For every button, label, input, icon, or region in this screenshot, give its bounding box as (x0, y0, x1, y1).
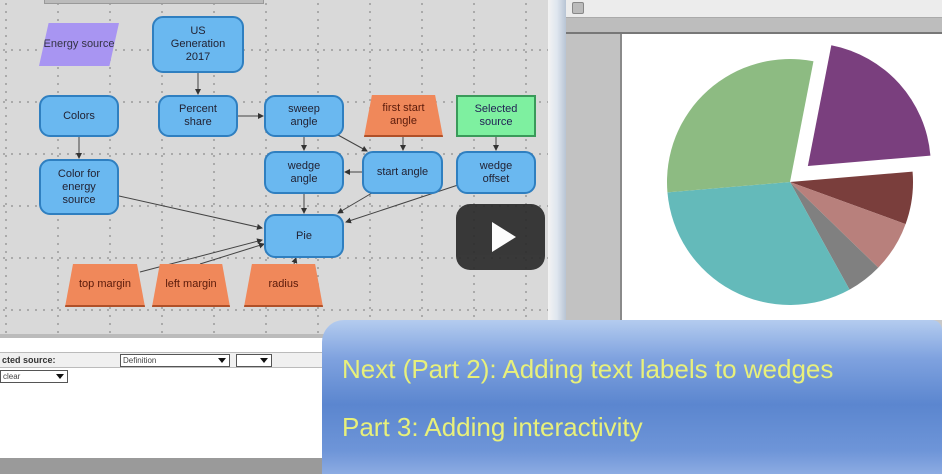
node-label: radius (268, 278, 299, 290)
caption-banner: Next (Part 2): Adding text labels to wed… (322, 320, 942, 474)
node-left-margin[interactable]: left margin (152, 264, 230, 307)
clear-select-value: clear (3, 372, 21, 381)
node-label: Selected source (474, 103, 518, 128)
caption-line-1: Next (Part 2): Adding text labels to wed… (342, 354, 834, 384)
play-icon (491, 222, 516, 252)
node-label: Energy source (43, 38, 115, 50)
definition-panel: cted source: Definition clear (0, 334, 330, 458)
arrow (291, 257, 298, 265)
arrow (118, 195, 263, 230)
node-label: Colors (63, 109, 95, 122)
node-wedge-angle[interactable]: wedge angle (264, 151, 344, 194)
toolbar-strip (44, 0, 264, 4)
node-energy-source[interactable]: Energy source (39, 23, 119, 66)
node-color-for-energy-source[interactable]: Color for energy source (39, 159, 119, 215)
arrow (337, 134, 368, 152)
node-label: Percent share (179, 103, 217, 128)
graph-margin (566, 34, 622, 320)
node-label: sweep angle (288, 103, 320, 128)
definition-toolbar: cted source: Definition (0, 352, 330, 368)
panel-splitter[interactable] (548, 0, 566, 334)
node-label: wedge offset (479, 159, 513, 185)
node-top-margin[interactable]: top margin (65, 264, 145, 307)
node-colors[interactable]: Colors (39, 95, 119, 137)
chevron-down-icon (260, 358, 268, 363)
definition-select-value: Definition (123, 356, 157, 365)
status-bar (0, 458, 330, 474)
node-label: wedge angle (287, 159, 321, 185)
node-label: US Generation 2017 (170, 25, 226, 63)
node-first-start-angle[interactable]: first start angle (364, 95, 443, 137)
graph-toolbar (566, 0, 942, 18)
node-label: top margin (79, 278, 131, 290)
node-label: left margin (165, 278, 217, 290)
clear-select[interactable]: clear (0, 370, 68, 383)
selected-source-label: cted source: (2, 355, 56, 365)
definition-select[interactable]: Definition (120, 354, 230, 367)
pie-chart-canvas (622, 34, 942, 320)
arrow (199, 242, 265, 265)
node-label: first start angle (382, 102, 425, 127)
node-label: Color for energy source (57, 167, 101, 206)
save-icon[interactable] (572, 2, 584, 14)
node-label: start angle (376, 166, 429, 178)
node-radius[interactable]: radius (244, 264, 323, 307)
graph-header (566, 18, 942, 34)
node-selected-source[interactable]: Selected source (456, 95, 536, 137)
caption-line-2: Part 3: Adding interactivity (342, 412, 643, 442)
node-sweep-angle[interactable]: sweep angle (264, 95, 344, 137)
node-us-generation[interactable]: US Generation 2017 (152, 16, 244, 73)
play-button[interactable] (456, 204, 545, 270)
node-percent-share[interactable]: Percent share (158, 95, 238, 137)
diagram-canvas[interactable]: Energy source US Generation 2017 Colors … (0, 0, 548, 334)
chevron-down-icon (218, 358, 226, 363)
node-label: Pie (296, 229, 312, 242)
node-pie[interactable]: Pie (264, 214, 344, 258)
view-select[interactable] (236, 354, 272, 367)
arrow (337, 192, 373, 214)
chevron-down-icon (56, 374, 64, 379)
node-wedge-offset[interactable]: wedge offset (456, 151, 536, 194)
node-start-angle[interactable]: start angle (362, 151, 443, 194)
